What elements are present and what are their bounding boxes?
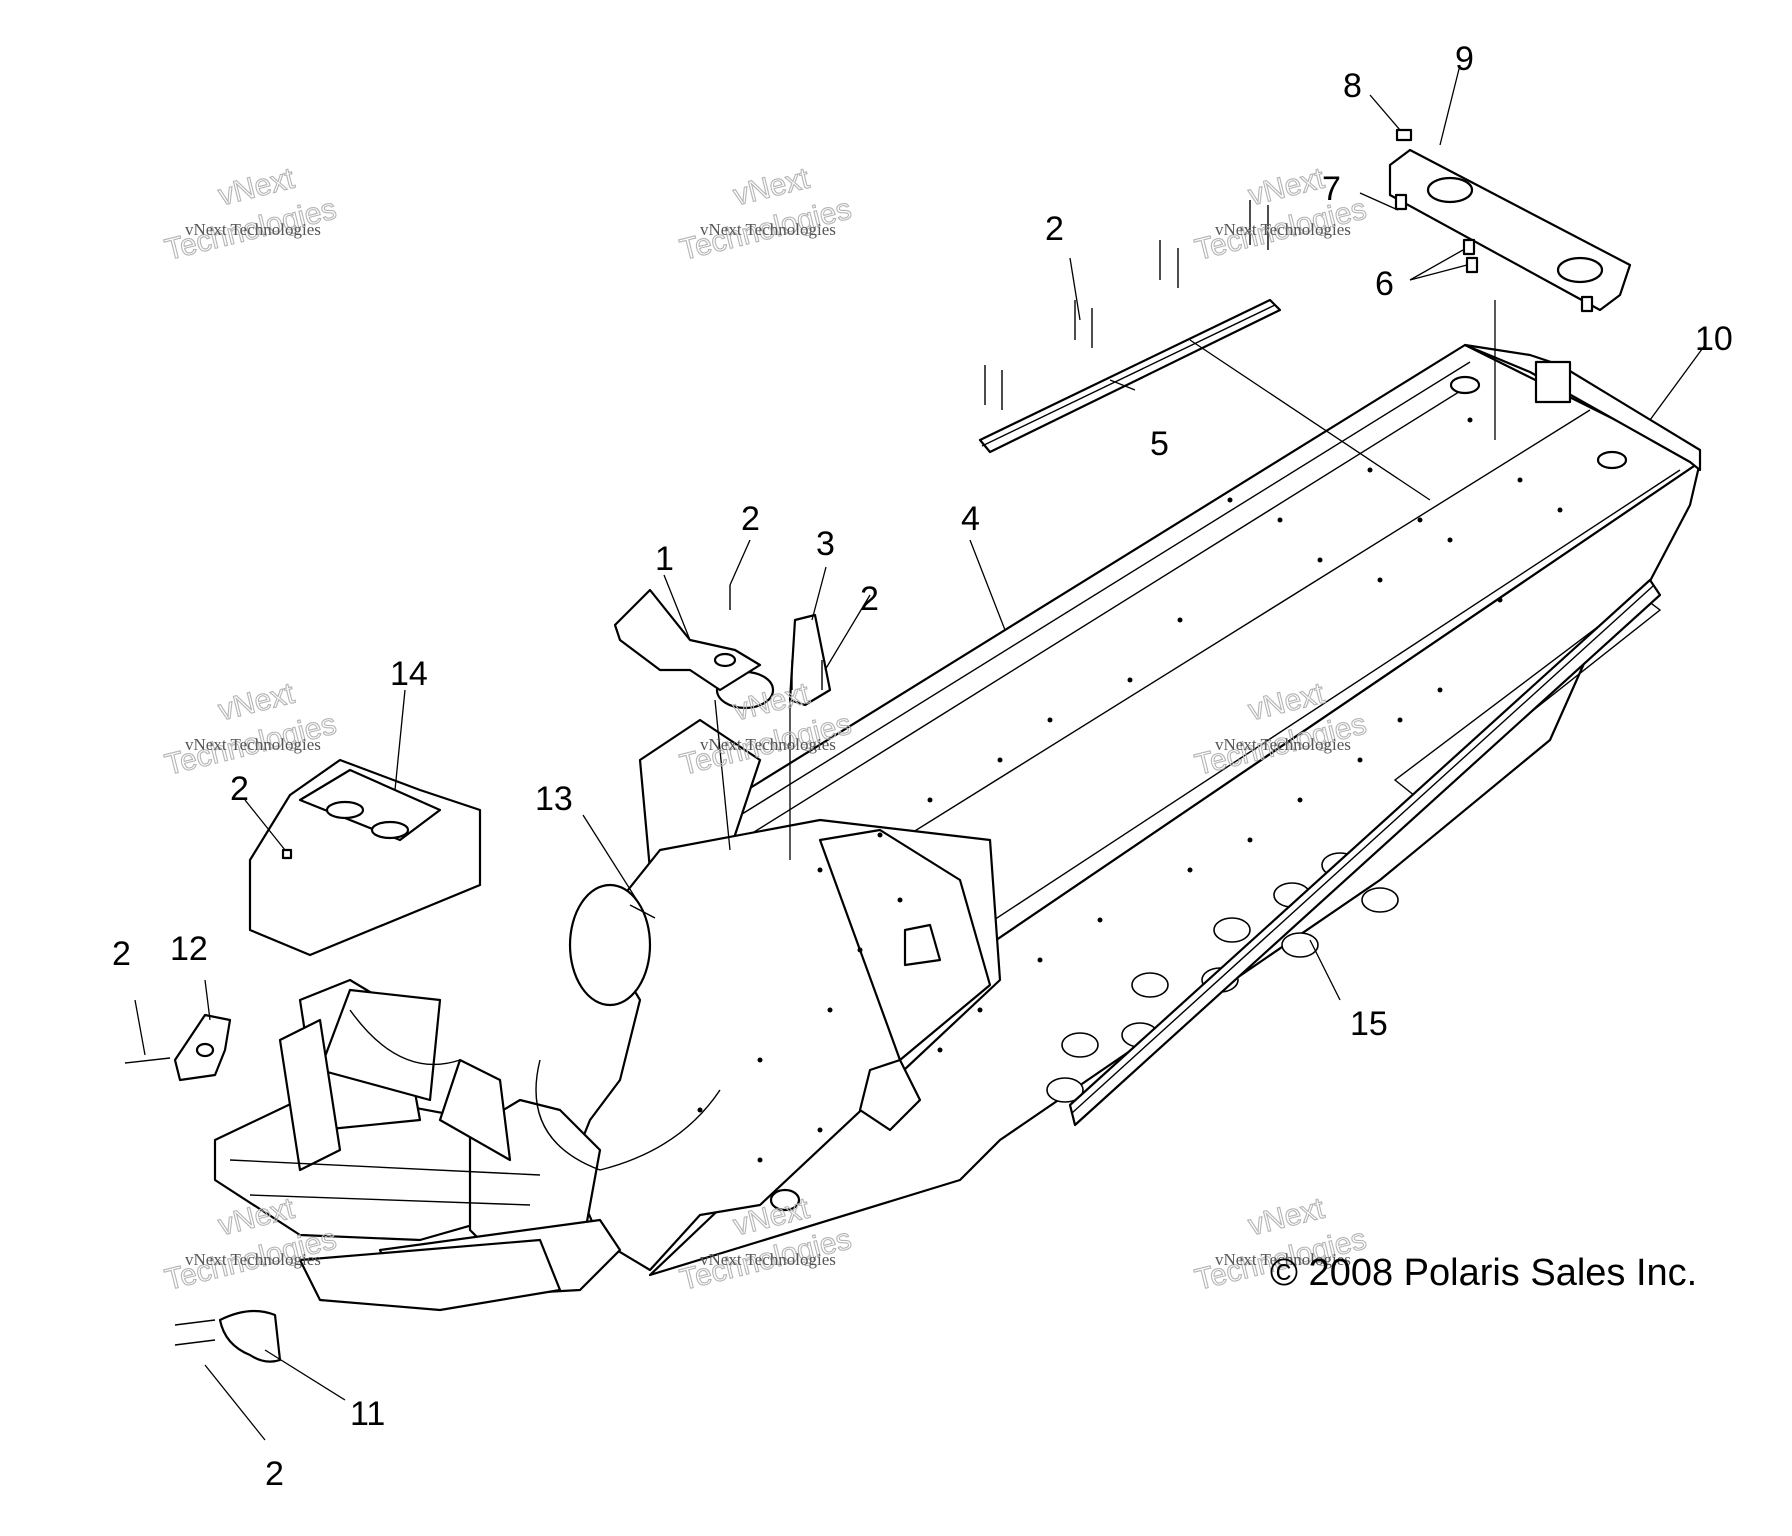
bracket-9 (1388, 148, 1632, 312)
callout-12: 12 (170, 930, 208, 968)
callout-15: 15 (1350, 1005, 1388, 1043)
bracket-12 (173, 1013, 232, 1082)
svg-text:vNext Technologies: vNext Technologies (185, 1250, 321, 1269)
rail-5 (978, 298, 1282, 454)
watermark: vNext Technologies vNext Technologies (1191, 161, 1370, 267)
callout-10: 10 (1695, 320, 1733, 358)
front-frame (213, 978, 721, 1312)
svg-text:vNext Technologies: vNext Technologies (185, 220, 321, 239)
svg-text:vNext Technologies: vNext Technologies (1215, 1250, 1351, 1269)
callout-7: 7 (1322, 170, 1341, 208)
svg-text:vNext Technologies: vNext Technologies (185, 735, 321, 754)
callout-2f: 2 (265, 1455, 284, 1493)
bracket-1 (613, 588, 762, 692)
svg-text:vNext Technologies: vNext Technologies (1215, 735, 1351, 754)
svg-text:vNext Technologies: vNext Technologies (700, 735, 836, 754)
plate-11 (218, 1309, 282, 1363)
callout-9: 9 (1455, 40, 1474, 78)
callout-14: 14 (390, 655, 428, 693)
callout-6: 6 (1375, 265, 1394, 303)
callout-2b: 2 (860, 580, 879, 618)
tunnel-assembly (568, 343, 1702, 1277)
clip-3 (788, 613, 832, 707)
bracket-14 (248, 758, 482, 957)
callout-2c: 2 (1045, 210, 1064, 248)
watermark: vNext Technologies vNext Technologies (161, 161, 340, 267)
copyright-notice: © 2008 Polaris Sales Inc. (1270, 1252, 1697, 1294)
callout-13: 13 (535, 780, 573, 818)
callout-3: 3 (816, 525, 835, 563)
svg-text:vNext Technologies: vNext Technologies (1215, 220, 1351, 239)
callouts: 1 2 2 2 2 2 2 2 3 4 5 6 7 8 9 10 11 12 1… (112, 40, 1733, 1493)
svg-text:vNext Technologies: vNext Technologies (700, 220, 836, 239)
callout-11: 11 (350, 1395, 385, 1433)
side-rail-15 (1068, 578, 1662, 1127)
rivet-dots (697, 417, 1563, 1163)
watermark: vNext Technologies vNext Technologies (676, 161, 855, 267)
callout-2e: 2 (112, 935, 131, 973)
leader-lines (134, 64, 1706, 1441)
svg-text:vNext Technologies: vNext Technologies (700, 1250, 836, 1269)
fasteners (124, 128, 1594, 1346)
callout-8: 8 (1343, 67, 1362, 105)
callout-2a: 2 (741, 500, 760, 538)
callout-1: 1 (655, 540, 674, 578)
callout-5: 5 (1150, 425, 1169, 463)
callout-2d: 2 (230, 770, 249, 808)
callout-4: 4 (961, 500, 980, 538)
